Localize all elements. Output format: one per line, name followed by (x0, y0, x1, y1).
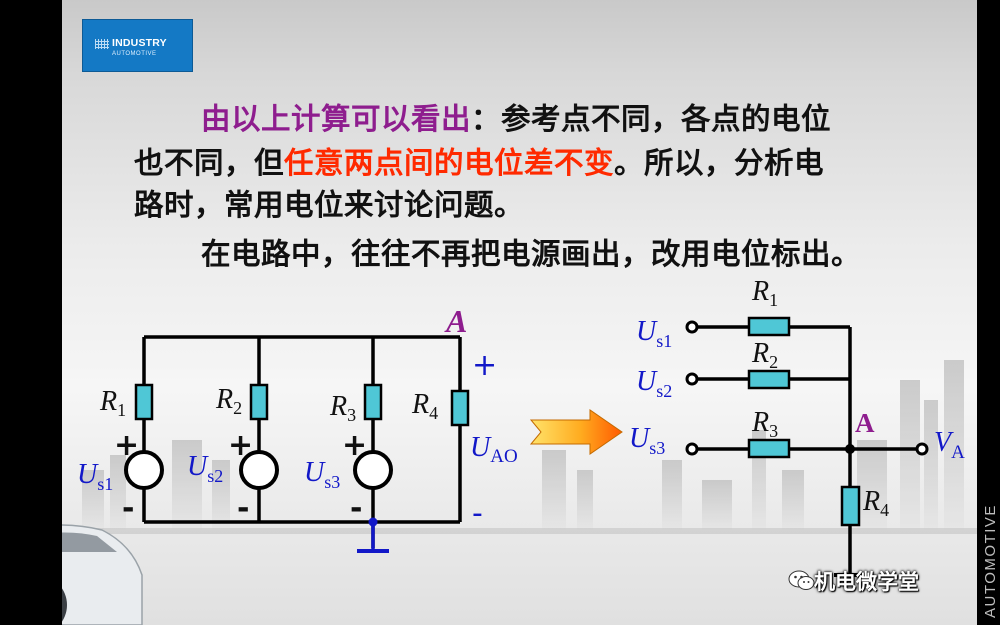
resistor-right-r3 (747, 438, 791, 459)
label-right-us1: Us1 (636, 316, 672, 351)
paragraph-line-3: 路时，常用电位来讨论问题。 (134, 188, 525, 222)
watermark-text: 机电微学堂 (814, 570, 919, 594)
label-right-r4: R4 (862, 486, 889, 520)
label-right-us2: Us2 (636, 366, 672, 401)
terminal-us2 (685, 372, 699, 386)
minus-us1: - (122, 491, 134, 526)
line2-end: 。所以，分析电 (614, 146, 825, 180)
resistor-r3 (363, 383, 383, 421)
resistor-right-r2 (747, 369, 791, 390)
voltage-source-us3 (353, 450, 393, 490)
left-resistors (134, 383, 470, 427)
label-right-r3: R3 (751, 407, 778, 441)
car-silhouette (62, 524, 143, 625)
terminal-va (915, 442, 929, 456)
side-vertical-text: AUTOMOTIVE (982, 504, 999, 618)
minus-us3: - (350, 491, 362, 526)
minus-us2: - (237, 491, 249, 526)
label-r1: R1 (99, 386, 126, 420)
label-us3: Us3 (304, 457, 340, 492)
transform-arrow-icon (529, 409, 623, 455)
left-minus-uao: - (472, 496, 483, 531)
label-us2: Us2 (187, 451, 223, 486)
label-r3: R3 (329, 391, 356, 425)
resistor-right-r1 (747, 316, 791, 337)
label-r2: R2 (215, 384, 242, 418)
logo-grid-icon (95, 39, 109, 49)
resistor-r2 (249, 383, 269, 421)
right-resistors (747, 316, 861, 527)
line2-start: 也不同，但 (134, 146, 285, 180)
automotive-vertical-label: AUTOMOTIVE (982, 504, 999, 618)
node-a-dot (845, 444, 855, 454)
plus-us2: + (228, 428, 253, 463)
paragraph-line-4: 在电路中，往往不再把电源画出，改用电位标出。 (201, 237, 862, 271)
right-node-a-label: A (855, 408, 875, 438)
red-emphasis-text: 任意两点间的电位差不变 (284, 146, 615, 180)
voltage-source-us1 (124, 450, 164, 490)
resistor-right-r4 (840, 485, 861, 527)
label-right-va: VA (934, 427, 965, 463)
resistor-r4 (450, 389, 470, 427)
right-terminals (685, 320, 929, 456)
paragraph-line-1: 由以上计算可以看出：参考点不同，各点的电位 (201, 96, 831, 138)
terminal-us1 (685, 320, 699, 334)
plus-us3: + (342, 428, 367, 463)
logo-line1: INDUSTRY (112, 37, 167, 49)
city-skyline-background (62, 360, 977, 625)
label-r4: R4 (411, 389, 438, 423)
left-sources (124, 450, 393, 490)
ground-symbol (357, 517, 389, 553)
terminal-us3 (685, 442, 699, 456)
line1-rest: ：参考点不同，各点的电位 (471, 102, 832, 136)
label-right-r2: R2 (751, 338, 778, 372)
label-right-r1: R1 (751, 276, 778, 310)
resistor-r1 (134, 383, 154, 421)
left-plus-uao: + (472, 348, 497, 383)
right-circuit (694, 325, 920, 582)
wechat-icon (788, 570, 815, 590)
purple-lead-text: 由以上计算可以看出 (201, 102, 472, 136)
label-uao: UAO (470, 432, 518, 467)
voltage-source-us2 (239, 450, 279, 490)
paragraph-line-2: 也不同，但任意两点间的电位差不变。所以，分析电 (134, 140, 824, 182)
left-node-a-label: A (444, 303, 467, 339)
industry-automotive-logo: INDUSTRY AUTOMOTIVE (82, 19, 193, 72)
logo-line2: AUTOMOTIVE (112, 51, 157, 57)
label-us1: Us1 (77, 459, 113, 494)
plus-us1: + (114, 428, 139, 463)
label-right-us3: Us3 (629, 423, 665, 458)
left-circuit (142, 335, 462, 548)
